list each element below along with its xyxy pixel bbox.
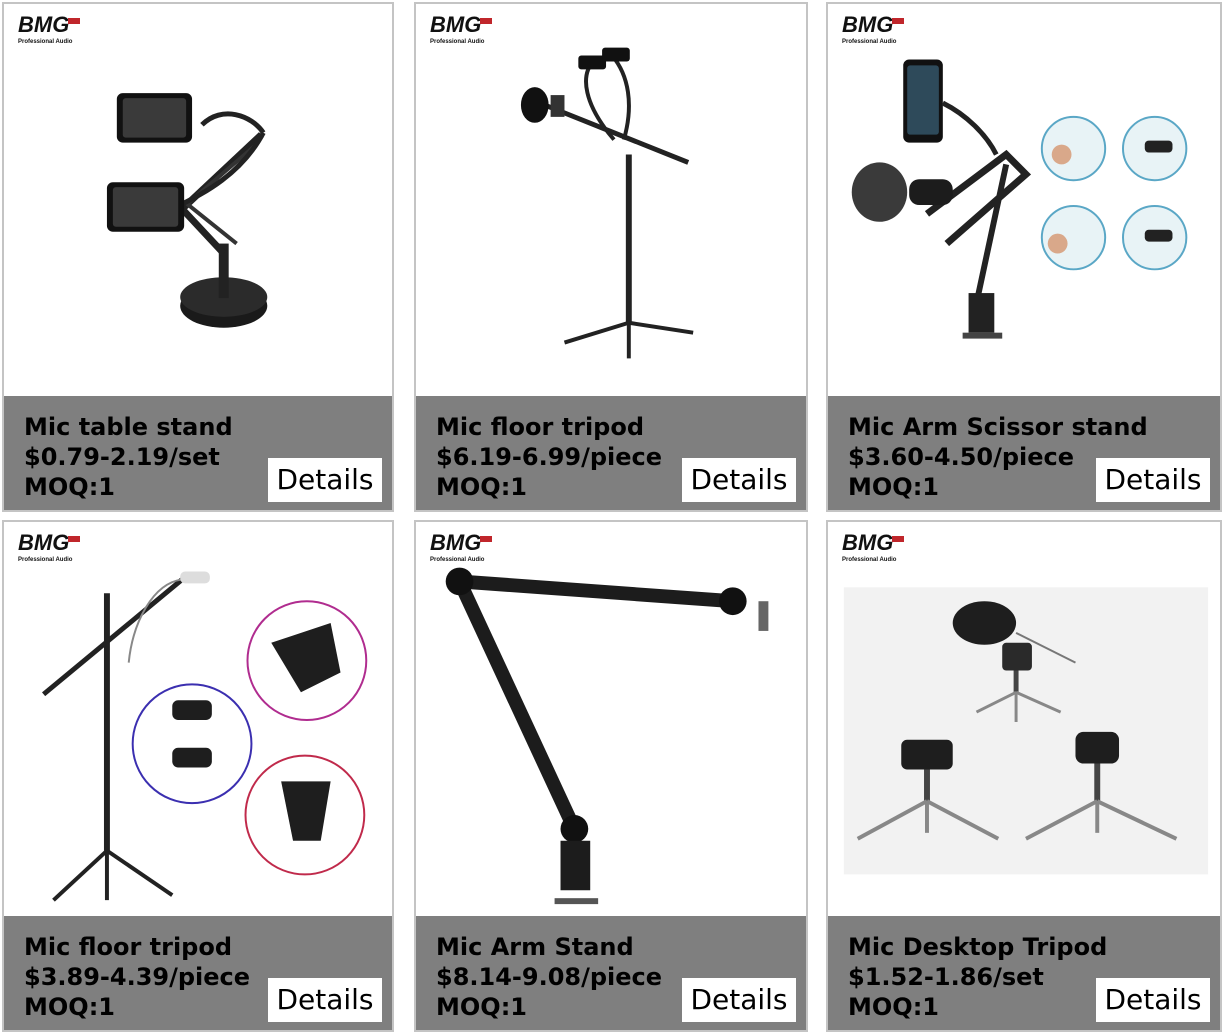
- product-price: $1.52-1.86/set: [848, 963, 1044, 991]
- product-card-mic-floor-tripod[interactable]: BMG Professional Audio Mic floor tripod …: [414, 2, 808, 512]
- product-card-mic-desktop-tripod[interactable]: BMG Professional Audio Mic Desktop Tripo…: [826, 520, 1222, 1032]
- product-moq: MOQ:1: [436, 993, 527, 1021]
- svg-text:BMG: BMG: [842, 530, 893, 555]
- details-button[interactable]: Details: [268, 978, 382, 1022]
- product-moq: MOQ:1: [436, 473, 527, 501]
- product-name: Mic Desktop Tripod: [848, 933, 1108, 961]
- product-info-panel: Mic Arm Stand $8.14-9.08/piece MOQ:1 Det…: [416, 916, 806, 1030]
- svg-text:BMG: BMG: [18, 12, 69, 37]
- product-name: Mic floor tripod: [24, 933, 233, 961]
- mic-arm-scissor-stand-image: [851, 59, 1188, 339]
- product-price: $6.19-6.99/piece: [436, 443, 663, 471]
- mic-floor-tripod-2-image: [42, 571, 368, 902]
- brand-logo: BMG Professional Audio: [428, 12, 498, 46]
- product-info-panel: Mic table stand $0.79-2.19/set MOQ:1 Det…: [4, 396, 392, 510]
- product-info-panel: Mic floor tripod $3.89-4.39/piece MOQ:1 …: [4, 916, 392, 1030]
- product-moq: MOQ:1: [848, 473, 939, 501]
- svg-text:Professional Audio: Professional Audio: [842, 557, 897, 563]
- mic-desktop-tripod-image: [843, 587, 1209, 875]
- product-card-mic-table-stand[interactable]: BMG Professional Audio Mic table stand $…: [2, 2, 394, 512]
- svg-text:BMG: BMG: [430, 530, 481, 555]
- product-info-panel: Mic floor tripod $6.19-6.99/piece MOQ:1 …: [416, 396, 806, 510]
- brand-logo: BMG Professional Audio: [428, 530, 498, 564]
- details-button[interactable]: Details: [268, 458, 382, 502]
- details-button[interactable]: Details: [1096, 978, 1210, 1022]
- svg-text:Professional Audio: Professional Audio: [18, 39, 73, 45]
- svg-text:BMG: BMG: [842, 12, 893, 37]
- product-info-panel: Mic Desktop Tripod $1.52-1.86/set MOQ:1 …: [828, 916, 1220, 1030]
- product-moq: MOQ:1: [848, 993, 939, 1021]
- product-moq: MOQ:1: [24, 993, 115, 1021]
- brand-logo: BMG Professional Audio: [16, 12, 86, 46]
- brand-logo: BMG Professional Audio: [16, 530, 86, 564]
- product-name: Mic table stand: [24, 413, 233, 441]
- svg-text:BMG: BMG: [430, 12, 481, 37]
- details-button[interactable]: Details: [682, 458, 796, 502]
- svg-text:Professional Audio: Professional Audio: [18, 557, 73, 563]
- product-price: $8.14-9.08/piece: [436, 963, 663, 991]
- svg-text:Professional Audio: Professional Audio: [430, 39, 485, 45]
- product-name: Mic Arm Scissor stand: [848, 413, 1148, 441]
- product-price: $3.89-4.39/piece: [24, 963, 251, 991]
- details-button[interactable]: Details: [682, 978, 796, 1022]
- product-price: $0.79-2.19/set: [24, 443, 220, 471]
- details-button[interactable]: Details: [1096, 458, 1210, 502]
- svg-text:Professional Audio: Professional Audio: [430, 557, 485, 563]
- mic-floor-tripod-image: [520, 47, 694, 359]
- product-card-mic-arm-scissor-stand[interactable]: BMG Professional Audio Mic Arm Scissor s…: [826, 2, 1222, 512]
- product-moq: MOQ:1: [24, 473, 115, 501]
- svg-text:Professional Audio: Professional Audio: [842, 39, 897, 45]
- mic-table-stand-image: [106, 93, 268, 328]
- product-info-panel: Mic Arm Scissor stand $3.60-4.50/piece M…: [828, 396, 1220, 510]
- product-name: Mic Arm Stand: [436, 933, 634, 961]
- product-price: $3.60-4.50/piece: [848, 443, 1075, 471]
- product-name: Mic floor tripod: [436, 413, 645, 441]
- brand-logo: BMG Professional Audio: [840, 530, 910, 564]
- product-card-mic-floor-tripod-2[interactable]: BMG Professional Audio Mic floor tripod …: [2, 520, 394, 1032]
- product-card-mic-arm-stand[interactable]: BMG Professional Audio Mic Arm Stand $8.…: [414, 520, 808, 1032]
- mic-arm-stand-image: [445, 567, 769, 905]
- svg-text:BMG: BMG: [18, 530, 69, 555]
- brand-logo: BMG Professional Audio: [840, 12, 910, 46]
